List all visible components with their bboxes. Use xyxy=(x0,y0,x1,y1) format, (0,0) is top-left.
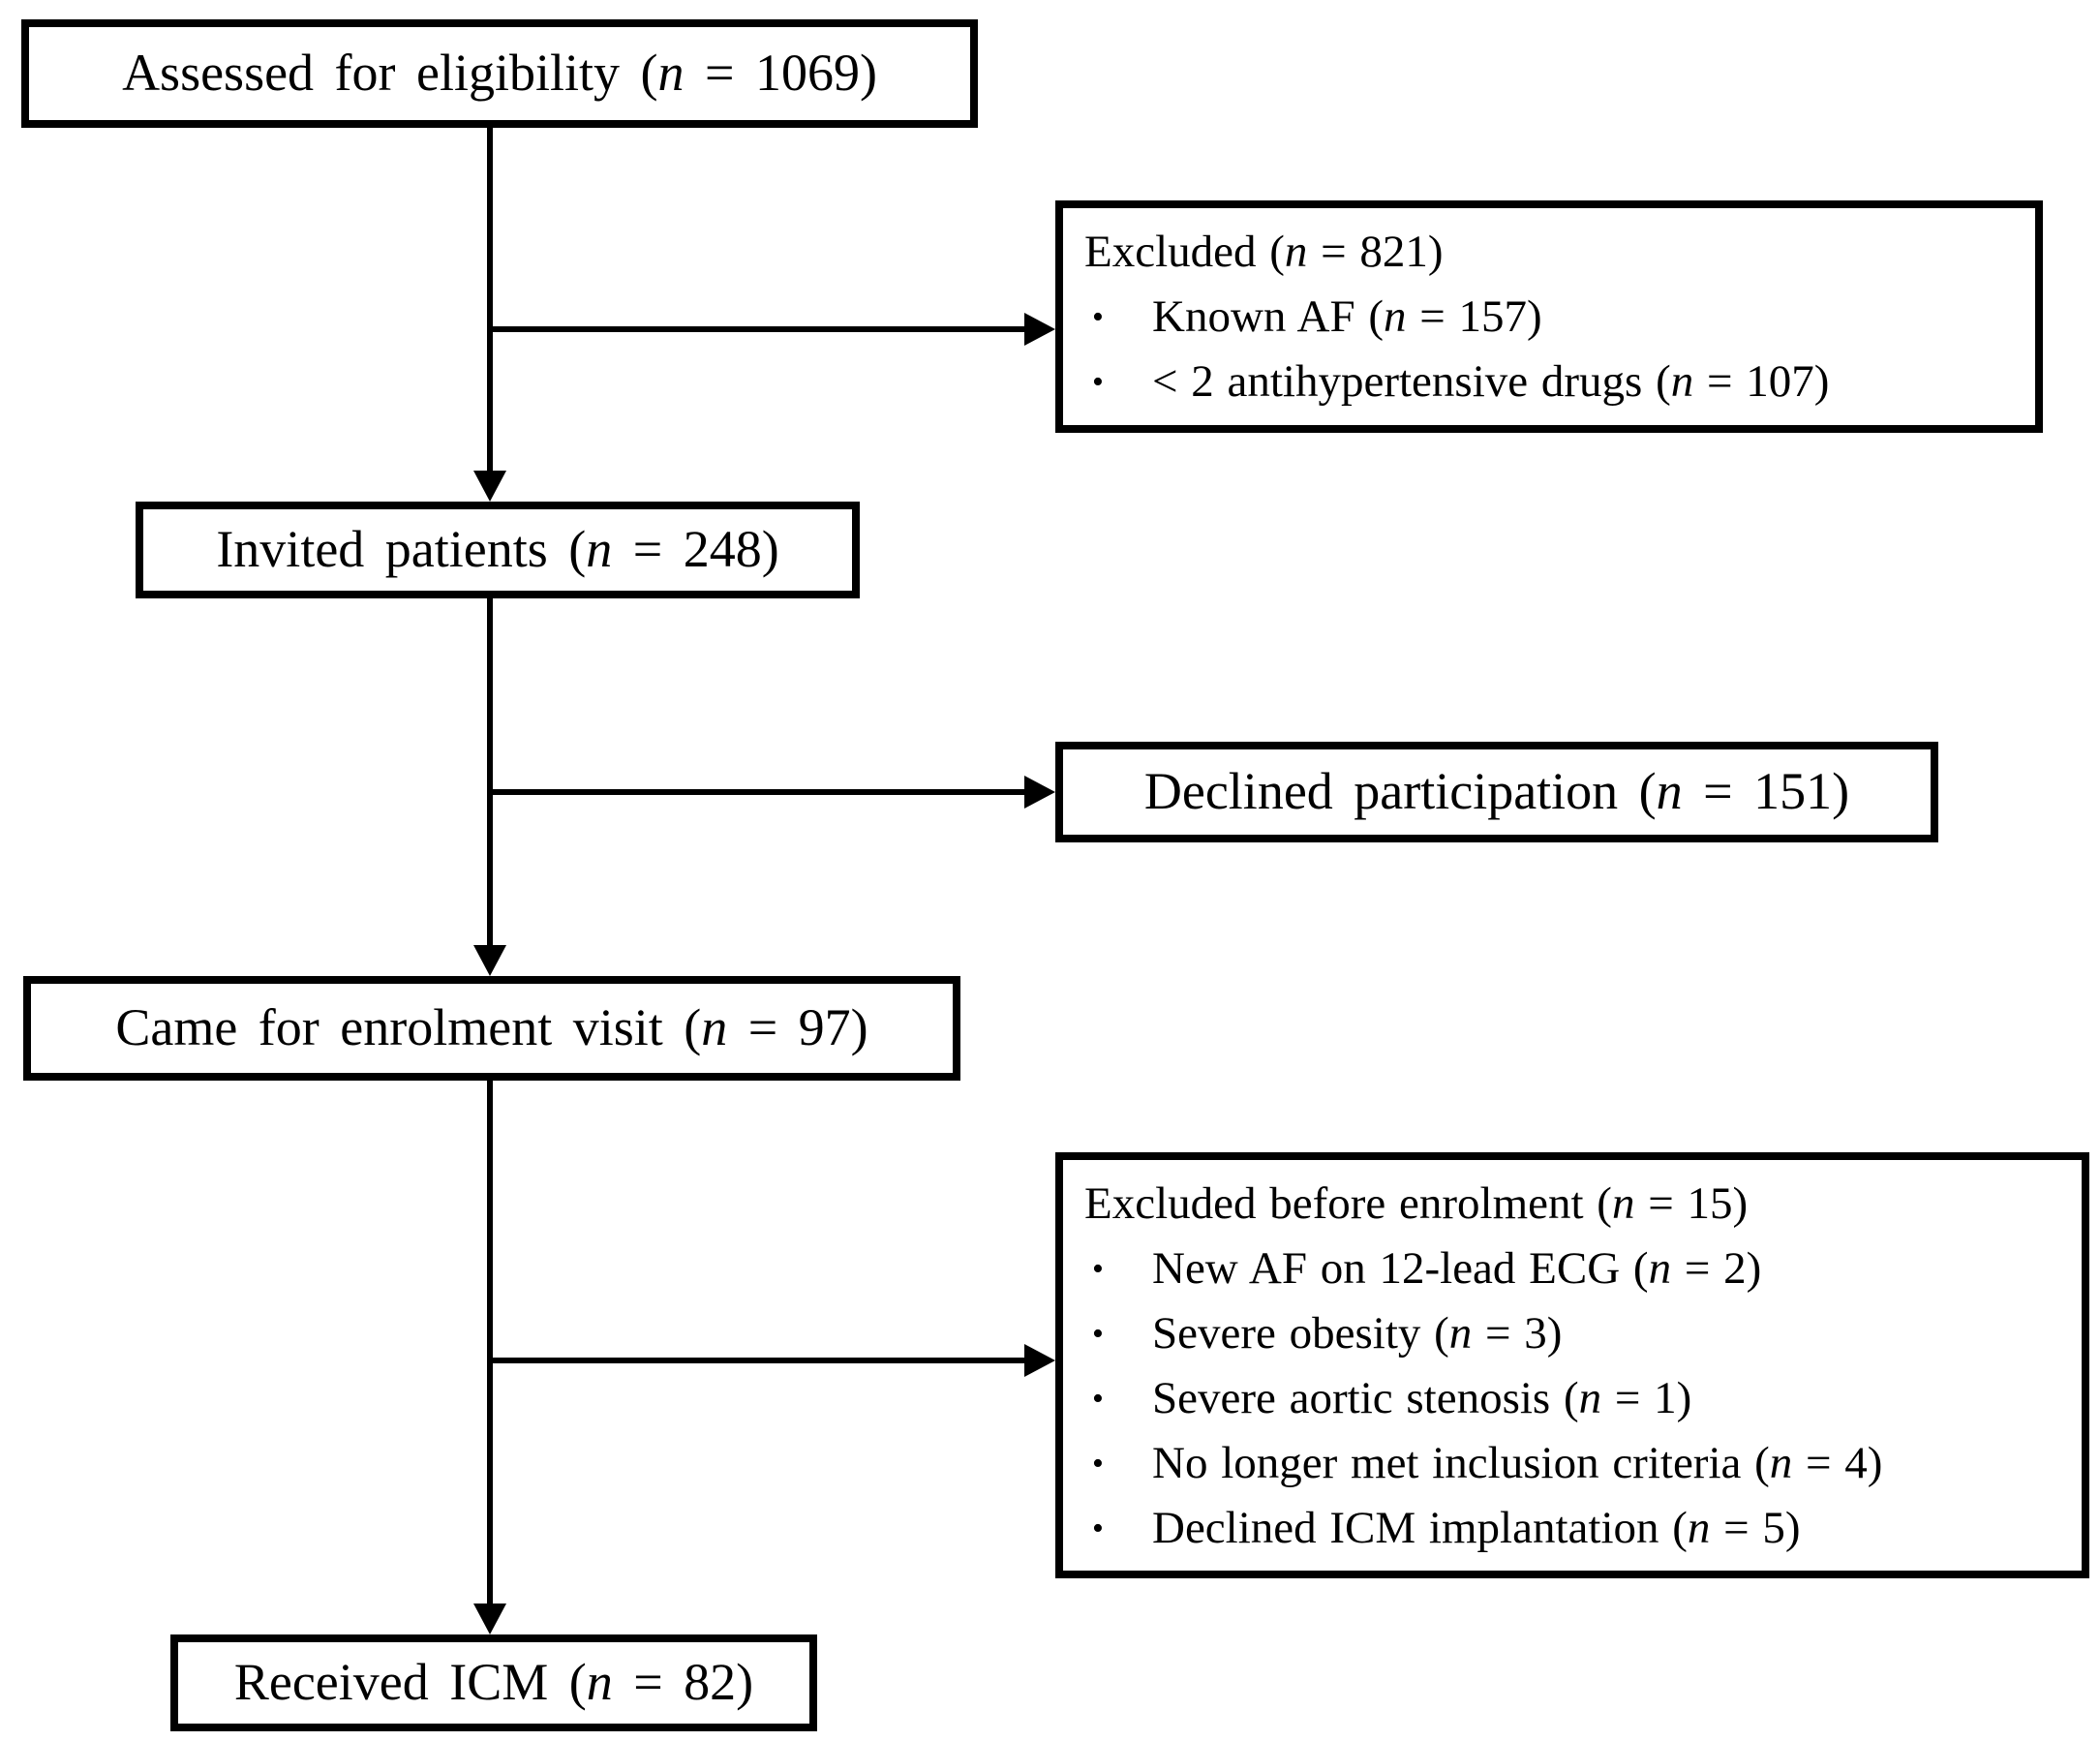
item-label: New AF on 12-lead ECG (n = 2) xyxy=(1152,1237,1761,1301)
node-received-icm: Received ICM (n = 82) xyxy=(170,1634,817,1731)
connector-invited-to-enrolment xyxy=(487,598,493,945)
label-n-symbol: n xyxy=(657,44,685,103)
label-pre: Assessed for eligibility ( xyxy=(122,44,658,103)
bullet-icon: • xyxy=(1092,1511,1104,1546)
node-label: Declined participation (n = 151) xyxy=(1144,763,1849,820)
label-n-symbol: n xyxy=(586,1653,613,1712)
excluded-title: Excluded (n = 821) xyxy=(1080,220,2020,285)
label-post: = 4) xyxy=(1792,1438,1883,1488)
label-post: = 248) xyxy=(612,520,779,579)
label-pre: Severe aortic stenosis ( xyxy=(1152,1373,1579,1423)
label-n-symbol: n xyxy=(1384,291,1407,342)
label-pre: Came for enrolment visit ( xyxy=(115,998,702,1057)
label-pre: Invited patients ( xyxy=(216,520,587,579)
connector-branch-to-declined xyxy=(490,789,1024,795)
label-post: = 97) xyxy=(727,998,868,1057)
label-post: = 82) xyxy=(612,1653,754,1712)
node-assessed-for-eligibility: Assessed for eligibility (n = 1069) xyxy=(21,19,978,128)
label-n-symbol: n xyxy=(1448,1308,1473,1359)
label-n-symbol: n xyxy=(1648,1243,1672,1294)
node-label: Came for enrolment visit (n = 97) xyxy=(115,999,867,1056)
excluded-before-item-obesity: • Severe obesity (n = 3) xyxy=(1080,1301,2066,1366)
label-pre: Declined ICM implantation ( xyxy=(1152,1503,1688,1553)
node-label: Invited patients (n = 248) xyxy=(216,521,778,578)
label-n-symbol: n xyxy=(1578,1373,1602,1423)
arrowhead-into-invited xyxy=(473,471,506,502)
label-post: = 1069) xyxy=(684,44,877,103)
arrowhead-into-received xyxy=(473,1604,506,1634)
bullet-icon: • xyxy=(1092,1316,1104,1352)
label-n-symbol: n xyxy=(1611,1178,1635,1229)
node-declined-participation: Declined participation (n = 151) xyxy=(1055,742,1938,842)
label-pre: Excluded ( xyxy=(1084,227,1285,277)
label-post: = 5) xyxy=(1710,1503,1801,1553)
label-post: = 1) xyxy=(1601,1373,1692,1423)
node-enrolment-visit: Came for enrolment visit (n = 97) xyxy=(23,976,960,1081)
connector-assessed-to-invited xyxy=(487,128,493,473)
label-n-symbol: n xyxy=(701,998,728,1057)
excluded-before-item-inclusion-criteria: • No longer met inclusion criteria (n = … xyxy=(1080,1431,2066,1496)
label-pre: Declined participation ( xyxy=(1143,762,1657,821)
item-label: No longer met inclusion criteria (n = 4) xyxy=(1152,1431,1882,1496)
arrowhead-into-enrolment xyxy=(473,945,506,976)
item-label: Known AF (n = 157) xyxy=(1152,285,1542,350)
label-post: = 821) xyxy=(1307,227,1444,277)
label-pre: Severe obesity ( xyxy=(1152,1308,1449,1359)
label-post: = 107) xyxy=(1693,356,1830,407)
label-pre: < 2 antihypertensive drugs ( xyxy=(1152,356,1671,407)
excluded-item-known-af: • Known AF (n = 157) xyxy=(1080,285,2020,350)
label-pre: Known AF ( xyxy=(1152,291,1385,342)
label-pre: Received ICM ( xyxy=(233,1653,587,1712)
connector-enrolment-to-received xyxy=(487,1081,493,1604)
arrowhead-into-excluded-before-enrolment xyxy=(1024,1344,1055,1377)
excluded-before-item-aortic-stenosis: • Severe aortic stenosis (n = 1) xyxy=(1080,1366,2066,1431)
bullet-icon: • xyxy=(1092,364,1104,400)
bullet-icon: • xyxy=(1092,1446,1104,1481)
label-post: = 15) xyxy=(1634,1178,1749,1229)
label-post: = 157) xyxy=(1406,291,1542,342)
label-n-symbol: n xyxy=(1687,1503,1711,1553)
excluded-before-item-declined-icm: • Declined ICM implantation (n = 5) xyxy=(1080,1496,2066,1561)
bullet-icon: • xyxy=(1092,1381,1104,1417)
bullet-icon: • xyxy=(1092,299,1104,335)
arrowhead-into-declined xyxy=(1024,776,1055,809)
item-label: Severe obesity (n = 3) xyxy=(1152,1301,1562,1366)
bullet-icon: • xyxy=(1092,1251,1104,1287)
arrowhead-into-excluded xyxy=(1024,313,1055,346)
label-post: = 2) xyxy=(1671,1243,1762,1294)
node-invited-patients: Invited patients (n = 248) xyxy=(136,502,860,598)
item-label: < 2 antihypertensive drugs (n = 107) xyxy=(1152,350,1829,414)
label-pre: Excluded before enrolment ( xyxy=(1084,1178,1612,1229)
label-n-symbol: n xyxy=(1656,762,1683,821)
node-excluded: Excluded (n = 821) • Known AF (n = 157) … xyxy=(1055,200,2043,433)
label-post: = 3) xyxy=(1472,1308,1563,1359)
node-label: Assessed for eligibility (n = 1069) xyxy=(122,45,877,102)
excluded-before-item-new-af: • New AF on 12-lead ECG (n = 2) xyxy=(1080,1237,2066,1301)
label-pre: New AF on 12-lead ECG ( xyxy=(1152,1243,1649,1294)
item-label: Declined ICM implantation (n = 5) xyxy=(1152,1496,1801,1561)
label-pre: No longer met inclusion criteria ( xyxy=(1152,1438,1770,1488)
connector-branch-to-excluded-before-enrolment xyxy=(490,1358,1024,1363)
node-label: Received ICM (n = 82) xyxy=(234,1654,753,1711)
label-post: = 151) xyxy=(1682,762,1850,821)
label-n-symbol: n xyxy=(586,520,613,579)
label-n-symbol: n xyxy=(1670,356,1694,407)
item-label: Severe aortic stenosis (n = 1) xyxy=(1152,1366,1691,1431)
label-n-symbol: n xyxy=(1769,1438,1793,1488)
excluded-before-title: Excluded before enrolment (n = 15) xyxy=(1080,1172,2066,1237)
connector-branch-to-excluded xyxy=(490,326,1024,332)
label-n-symbol: n xyxy=(1284,227,1308,277)
node-excluded-before-enrolment: Excluded before enrolment (n = 15) • New… xyxy=(1055,1152,2089,1578)
excluded-item-antihypertensive: • < 2 antihypertensive drugs (n = 107) xyxy=(1080,350,2020,414)
